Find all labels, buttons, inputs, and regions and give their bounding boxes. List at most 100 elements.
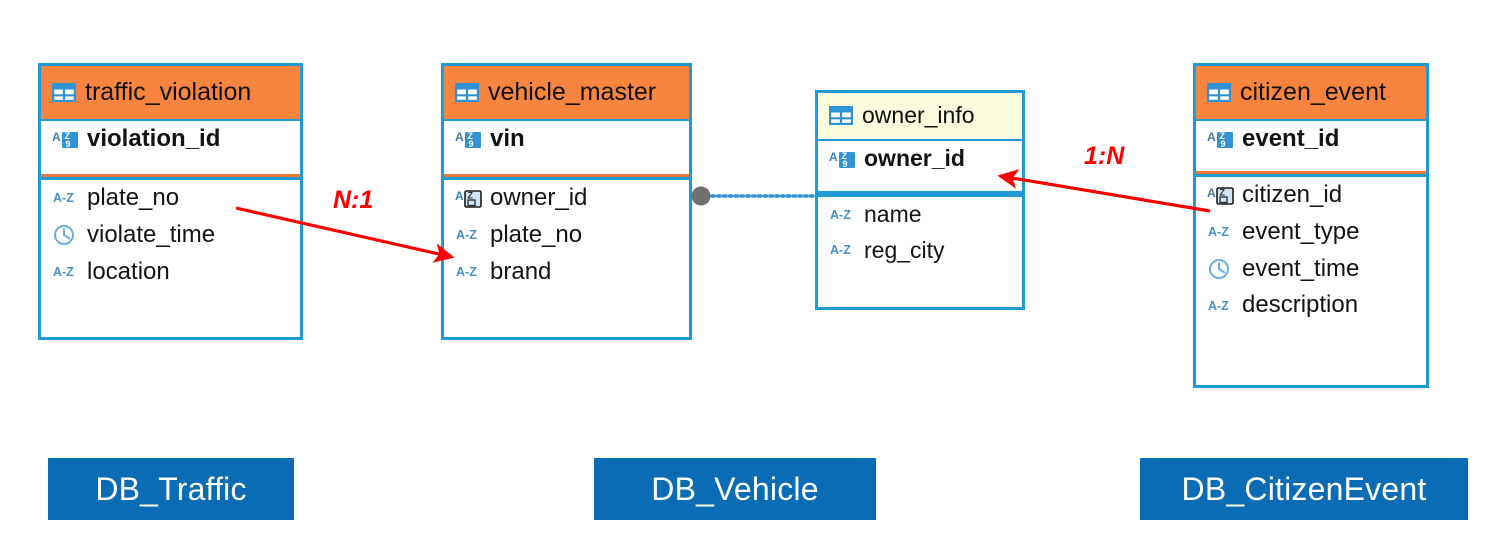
- field-brand[interactable]: A-Z brand: [444, 254, 689, 291]
- svg-text:A-Z: A-Z: [53, 191, 74, 205]
- field-name: reg_city: [864, 236, 945, 263]
- entity-header-owner-info: owner_info: [818, 93, 1022, 141]
- field-name: description: [1242, 291, 1359, 319]
- entity-title: owner_info: [862, 101, 975, 128]
- svg-text:Z: Z: [468, 191, 474, 201]
- svg-text:A: A: [1207, 186, 1216, 200]
- svg-text:A: A: [52, 130, 61, 144]
- entity-traffic-violation[interactable]: traffic_violation A Z 9 violation_id: [38, 63, 303, 340]
- relation-line-citizen-to-owner: [997, 169, 1211, 213]
- svg-text:A-Z: A-Z: [456, 228, 477, 242]
- field-reg-city[interactable]: A-Z reg_city: [818, 233, 1022, 269]
- connector-endpoint-dot: [691, 186, 711, 206]
- relation-label-n-1: N:1: [333, 186, 374, 214]
- entity-owner-info[interactable]: owner_info A Z 9 owner_id A-Z: [815, 90, 1025, 310]
- primary-key-section: A Z 9 violation_id: [41, 121, 300, 177]
- svg-text:9: 9: [843, 159, 848, 169]
- field-citizen-id[interactable]: A Z citizen_id: [1196, 177, 1426, 214]
- text-az-icon: A-Z: [455, 261, 482, 283]
- field-violate-time[interactable]: violate_time: [41, 217, 300, 254]
- svg-text:Z: Z: [1220, 188, 1226, 198]
- field-name: name: [864, 201, 922, 227]
- field-plate-no[interactable]: A-Z plate_no: [444, 217, 689, 254]
- db-badge-citizenevent[interactable]: DB_CitizenEvent: [1140, 458, 1468, 520]
- svg-text:A: A: [829, 150, 838, 164]
- svg-text:A-Z: A-Z: [830, 243, 851, 257]
- primary-key-icon: A Z 9: [52, 128, 79, 150]
- field-plate-no[interactable]: A-Z plate_no: [41, 180, 300, 217]
- svg-text:A-Z: A-Z: [1208, 299, 1229, 313]
- text-az-icon: A-Z: [455, 224, 482, 246]
- db-badge-vehicle[interactable]: DB_Vehicle: [594, 458, 876, 520]
- entity-vehicle-master[interactable]: vehicle_master A Z 9 vin A: [441, 63, 692, 340]
- text-az-icon: A-Z: [1207, 295, 1234, 317]
- text-az-icon: A-Z: [829, 239, 856, 261]
- relation-label-1-n: 1:N: [1084, 142, 1125, 170]
- field-name-attr[interactable]: A-Z name: [818, 197, 1022, 233]
- entity-header-traffic-violation: traffic_violation: [41, 66, 300, 121]
- svg-text:Z: Z: [65, 131, 71, 141]
- field-violation-id[interactable]: A Z 9 violation_id: [41, 121, 300, 158]
- text-az-icon: A-Z: [1207, 221, 1234, 243]
- svg-text:9: 9: [469, 139, 474, 149]
- svg-text:9: 9: [66, 139, 71, 149]
- text-az-icon: A-Z: [52, 187, 79, 209]
- text-az-icon: A-Z: [829, 204, 856, 226]
- clock-icon: [52, 224, 79, 246]
- svg-text:A: A: [1207, 130, 1216, 144]
- field-event-id[interactable]: A Z 9 event_id: [1196, 121, 1426, 158]
- foreign-key-icon: A Z: [455, 187, 482, 209]
- table-icon: [52, 82, 76, 102]
- primary-key-icon: A Z 9: [455, 128, 482, 150]
- fields-section: A-Z name A-Z reg_city: [818, 194, 1022, 272]
- field-name: event_time: [1242, 254, 1360, 282]
- entity-citizen-event[interactable]: citizen_event A Z 9 event_id A: [1193, 63, 1429, 388]
- field-owner-id[interactable]: A Z 9 owner_id: [818, 141, 1022, 177]
- field-name: brand: [490, 257, 552, 285]
- table-icon: [455, 82, 479, 102]
- table-icon: [1207, 82, 1231, 102]
- field-name: owner_id: [490, 184, 588, 211]
- svg-text:A-Z: A-Z: [53, 265, 74, 279]
- clock-icon: [1207, 258, 1234, 280]
- field-name: plate_no: [490, 220, 583, 248]
- field-name: citizen_id: [1242, 181, 1343, 208]
- field-vin[interactable]: A Z 9 vin: [444, 121, 689, 158]
- svg-text:Z: Z: [468, 131, 474, 141]
- primary-key-icon: A Z 9: [1207, 128, 1234, 150]
- db-badge-traffic[interactable]: DB_Traffic: [48, 458, 294, 520]
- entity-title: citizen_event: [1240, 78, 1386, 106]
- field-name: location: [87, 257, 170, 285]
- primary-key-section: A Z 9 event_id: [1196, 121, 1426, 174]
- fields-section: A-Z plate_no violate_time A-Z: [41, 177, 300, 294]
- fields-section: A Z citizen_id A-Z event_type: [1196, 174, 1426, 328]
- fields-section: A Z owner_id A-Z plate_no: [444, 177, 689, 294]
- field-event-time[interactable]: event_time: [1196, 251, 1426, 288]
- primary-key-section: A Z 9 vin: [444, 121, 689, 177]
- entity-header-citizen-event: citizen_event: [1196, 66, 1426, 121]
- table-icon: [829, 106, 853, 125]
- field-name: vin: [490, 125, 525, 152]
- field-description[interactable]: A-Z description: [1196, 287, 1426, 324]
- entity-title: vehicle_master: [488, 78, 657, 106]
- text-az-icon: A-Z: [52, 261, 79, 283]
- entity-header-vehicle-master: vehicle_master: [444, 66, 689, 121]
- field-name: violation_id: [87, 125, 221, 152]
- svg-text:A: A: [455, 189, 464, 203]
- entity-title: traffic_violation: [85, 78, 252, 106]
- field-event-type[interactable]: A-Z event_type: [1196, 214, 1426, 251]
- db-badge-label: DB_Vehicle: [651, 470, 819, 507]
- field-name: plate_no: [87, 184, 180, 211]
- svg-text:A-Z: A-Z: [1208, 225, 1229, 239]
- svg-text:Z: Z: [1220, 131, 1226, 141]
- field-name: owner_id: [864, 145, 965, 171]
- field-location[interactable]: A-Z location: [41, 254, 300, 291]
- svg-text:A-Z: A-Z: [830, 208, 851, 222]
- field-owner-id[interactable]: A Z owner_id: [444, 180, 689, 217]
- svg-text:A: A: [455, 130, 464, 144]
- db-badge-label: DB_Traffic: [95, 470, 247, 507]
- field-name: event_type: [1242, 217, 1360, 245]
- foreign-key-icon: A Z: [1207, 184, 1234, 206]
- field-name: event_id: [1242, 125, 1340, 152]
